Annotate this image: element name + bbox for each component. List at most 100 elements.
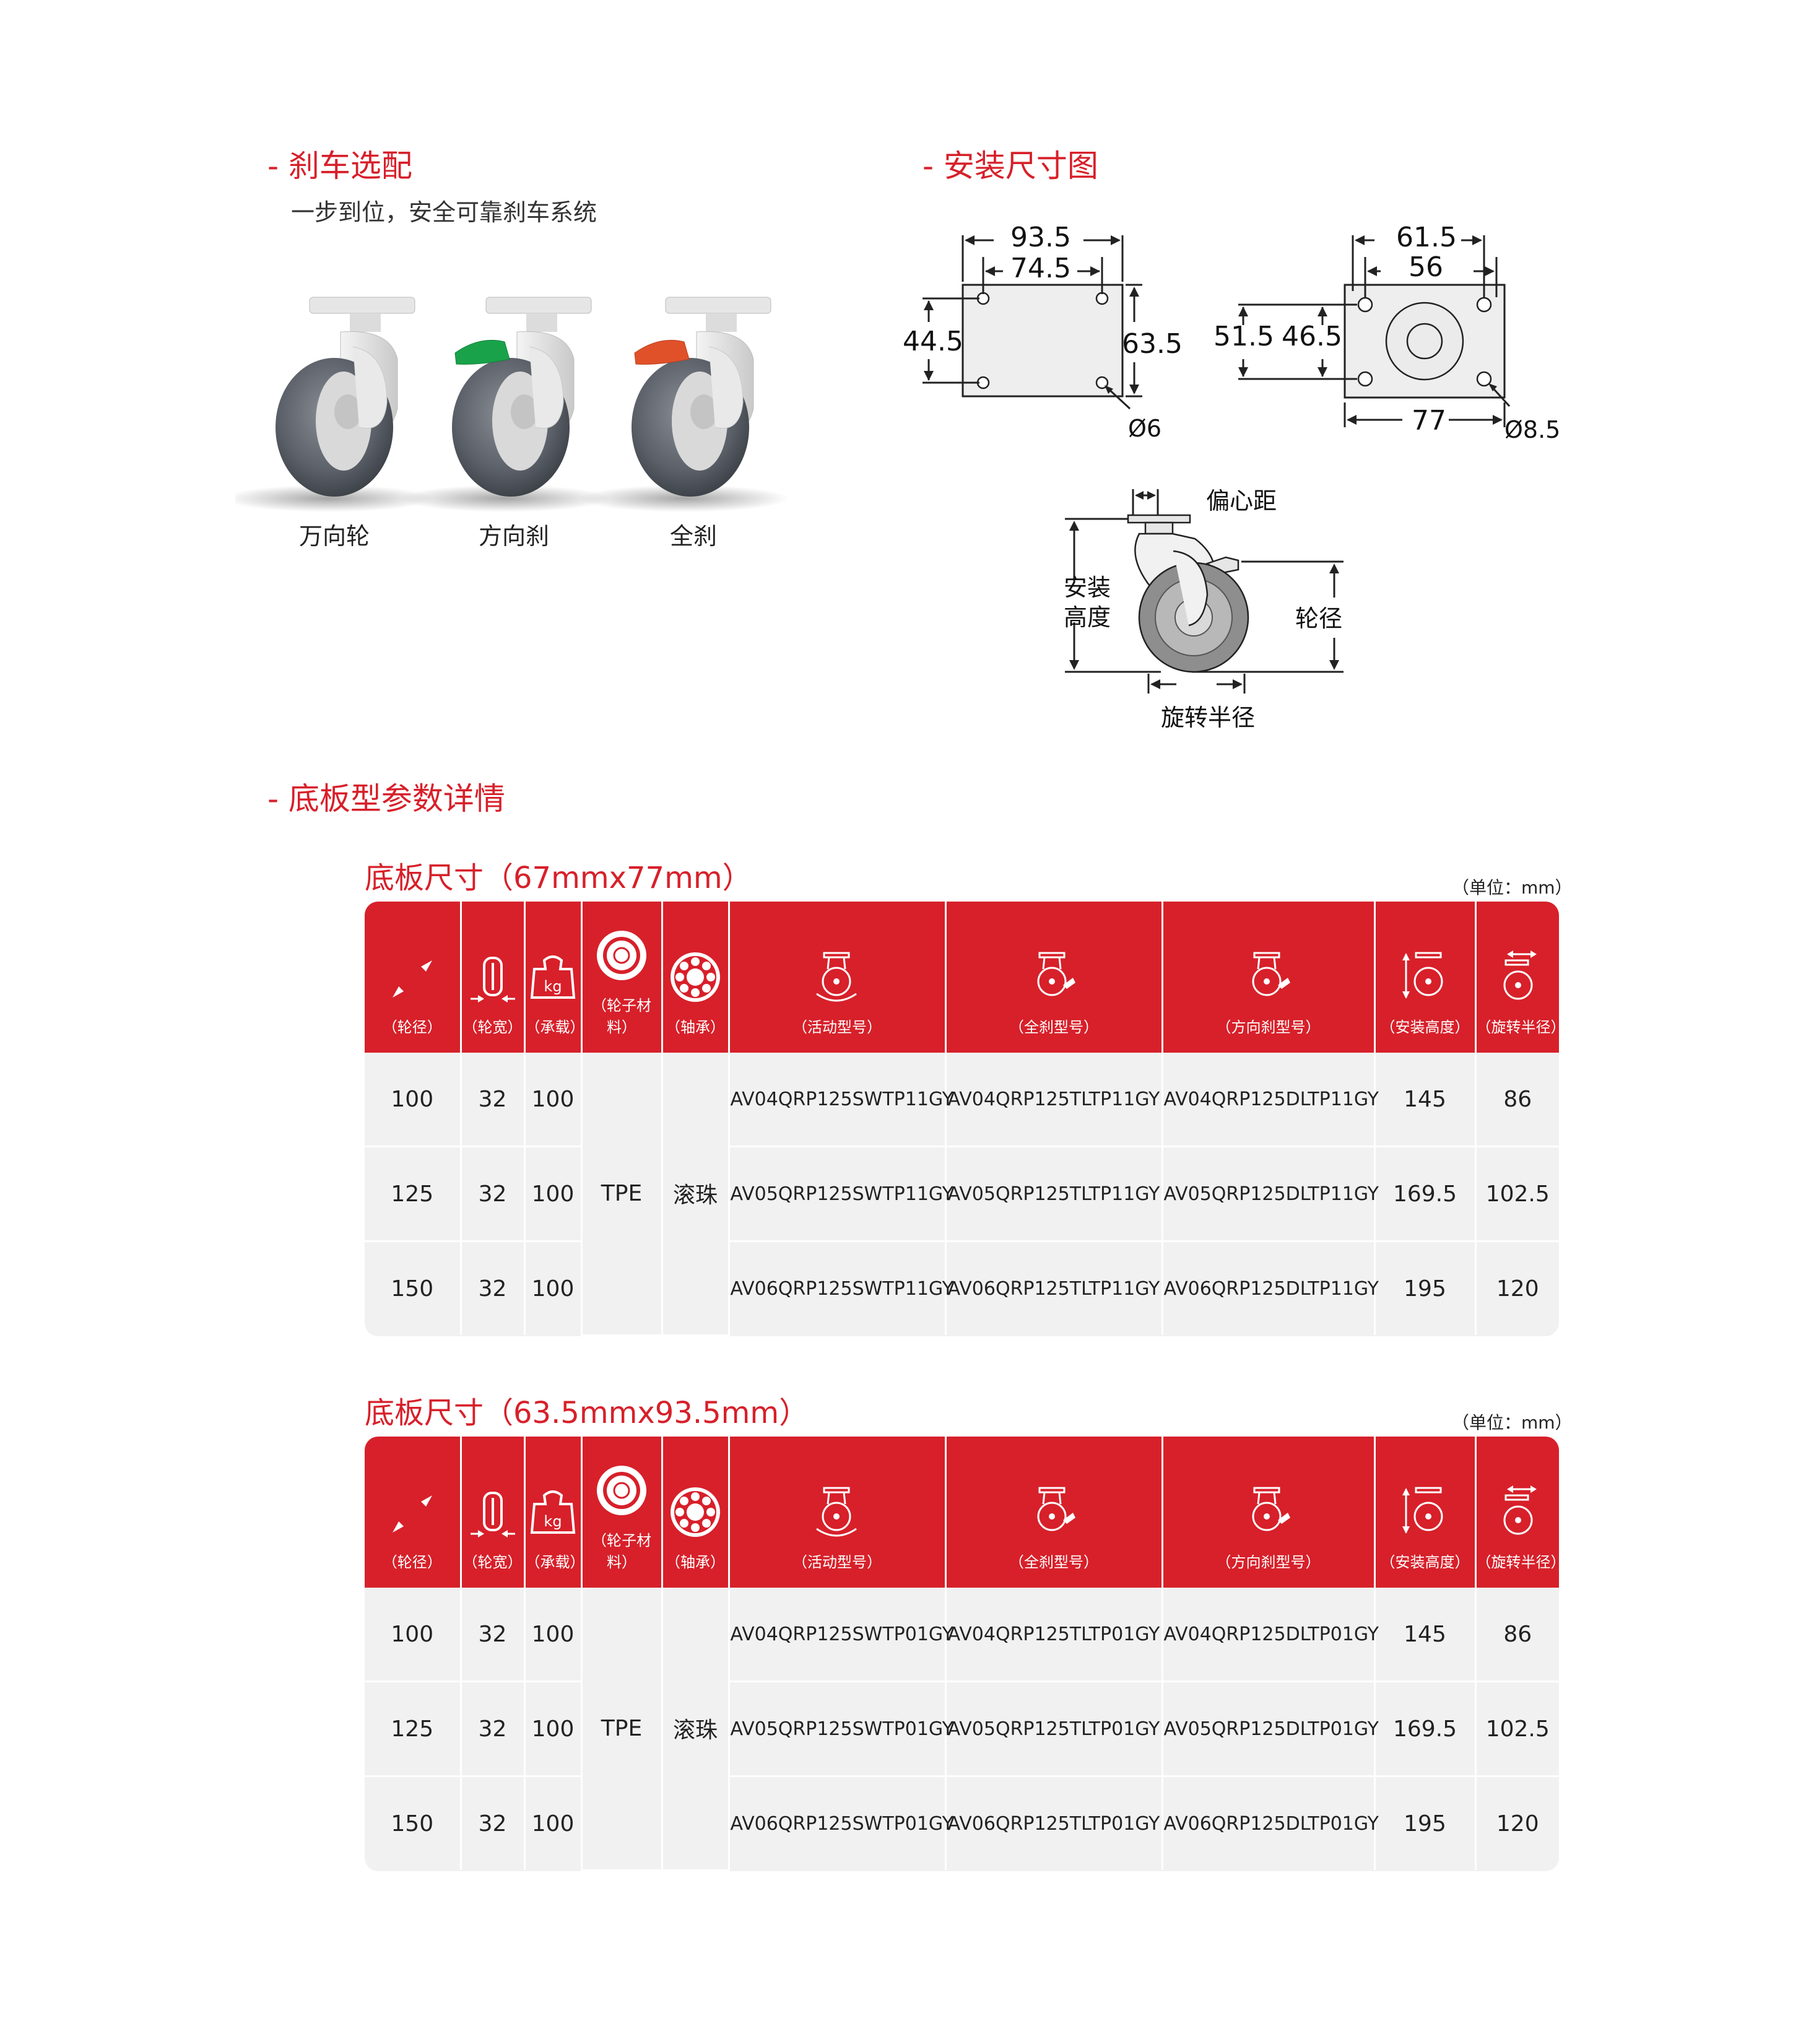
cell-swivel-radius: 120 [1474,1241,1559,1335]
plate1-drawing [923,235,1142,410]
header-bearing: （轴承） [661,902,729,1053]
svg-text:kg: kg [544,978,562,995]
cell-directional-brake-model: AV05QRP125DLTP01GY [1161,1681,1379,1777]
cell-swivel-model: AV04QRP125SWTP01GY [727,1588,953,1682]
plate2-inner-width: 56 [1409,251,1443,283]
swivel-radius-label: 旋转半径 [1161,704,1256,731]
cell-load: 100 [523,1053,581,1147]
cell-wheel-width: 32 [459,1588,524,1682]
cell-total-brake-model: AV06QRP125TLTP11GY [944,1241,1162,1335]
swivel-caster-icon [816,952,857,1002]
cell-load: 100 [523,1776,581,1870]
cell-wheel-diameter: 150 [391,1276,434,1302]
directional-brake-caster-image [399,297,610,512]
total-brake-caster-image [579,297,789,512]
params-section-title: - 底板型参数详情 [267,781,505,817]
swivel-radius-icon [1503,950,1537,1000]
header-swivel-model: （活动型号） [727,902,945,1053]
swivel-caster-image [235,297,433,512]
cell-swivel-model: AV05QRP125SWTP11GY [727,1146,953,1242]
caster-label-swivel: 万向轮 [298,523,370,550]
plate2-bottom-width: 77 [1412,405,1446,437]
cell-wheel-diameter: 150 [391,1811,434,1837]
table-row: 150 32 100 AV06QRP125SWTP11GY AV06QRP125… [365,1241,1559,1335]
cell-swivel-model: AV04QRP125SWTP11GY [727,1053,953,1147]
brake-subtitle: 一步到位，安全可靠刹车系统 [291,199,597,226]
table-row: 125 32 100 AV05QRP125SWTP11GY AV05QRP125… [365,1146,1559,1242]
cell-wheel-width: 32 [459,1146,524,1242]
cell-mount-height: 145 [1373,1053,1475,1147]
header-mount-height: （安装高度） [1373,1437,1475,1588]
header-wheel-width: （轮宽） [459,902,524,1053]
table-header-row: （轮径） （轮宽） kg （承载） （轮子材料） （轴承） [365,902,1559,1053]
cell-load: 100 [523,1588,581,1682]
plate1-hole-diameter: Ø6 [1128,415,1162,442]
load-kg-icon: kg [530,955,576,999]
plate1-inner-width: 74.5 [1010,253,1071,284]
cell-mount-height: 169.5 [1373,1681,1475,1777]
plate1-outer-width: 93.5 [1010,222,1071,253]
wheel-diameter-icon [392,960,432,998]
cell-directional-brake-model: AV04QRP125DLTP11GY [1161,1053,1379,1147]
cell-total-brake-model: AV05QRP125TLTP11GY [944,1146,1162,1242]
header-load: kg （承载） [523,1437,585,1588]
cell-swivel-radius: 86 [1474,1053,1559,1147]
cell-swivel-radius: 120 [1474,1776,1559,1870]
header-total-brake-model: （全刹型号） [944,902,1162,1053]
cell-mount-height: 195 [1373,1776,1475,1870]
cell-load: 100 [523,1681,581,1777]
mount-height-icon [1402,952,1443,999]
cell-total-brake-model: AV04QRP125TLTP11GY [944,1053,1162,1147]
cell-swivel-radius: 102.5 [1474,1146,1559,1242]
cell-load: 100 [523,1146,581,1242]
table-row: 150 32 100 AV06QRP125SWTP01GY AV06QRP125… [365,1776,1559,1870]
directional-brake-caster-icon [1252,1487,1290,1531]
wheel-diameter-icon [392,1495,432,1533]
header-directional-brake-model: （方向刹型号） [1161,902,1374,1053]
plate1-inner-height: 44.5 [903,326,963,357]
cell-wheel-diameter: 100 [365,1053,461,1147]
svg-text:kg: kg [544,1513,562,1530]
cell-total-brake-model: AV04QRP125TLTP01GY [944,1588,1162,1682]
mount-height-icon [1402,1487,1443,1534]
cell-total-brake-model: AV05QRP125TLTP01GY [944,1681,1162,1777]
mount-height-label-1: 安装 [1064,574,1111,601]
wheel-material-icon [597,931,646,980]
offset-label: 偏心距 [1206,487,1277,515]
spec-table-2: （轮径） （轮宽） kg （承载） （轮子材料） （轴承） [365,1437,1559,1871]
cell-swivel-radius: 86 [1474,1588,1559,1682]
cell-wheel-diameter: 100 [365,1588,461,1682]
plate2-hole-diameter: Ø8.5 [1504,416,1561,443]
cell-wheel-diameter: 125 [365,1146,461,1242]
table2-unit: （单位：mm） [1452,1412,1573,1433]
total-brake-caster-icon [1037,952,1075,996]
directional-brake-caster-icon [1252,952,1290,996]
cell-wheel-width: 32 [459,1776,524,1870]
caster-images [235,297,789,512]
header-wheel-diameter: （轮径） [365,902,461,1053]
plate2-outer-height: 51.5 [1213,321,1274,352]
cell-swivel-radius: 102.5 [1474,1681,1559,1777]
swivel-radius-icon [1503,1485,1537,1535]
cell-bearing: 滚珠 [661,1588,729,1871]
cell-directional-brake-model: AV05QRP125DLTP11GY [1161,1146,1379,1242]
cell-wheel-diameter: 125 [365,1681,461,1777]
cell-mount-height: 145 [1373,1588,1475,1682]
header-swivel-model: （活动型号） [727,1437,945,1588]
header-bearing: （轴承） [661,1437,729,1588]
header-wheel-diameter: （轮径） [365,1437,461,1588]
table-row: 100 32 100 TPE 滚珠 AV04QRP125SWTP01GY AV0… [365,1588,1559,1871]
mount-height-label-2: 高度 [1064,604,1111,631]
wheel-width-icon [470,1492,515,1537]
cell-mount-height: 169.5 [1373,1146,1475,1242]
spec-table-1: （轮径） （轮宽） kg （承载） （轮子材料） （轴承） [365,902,1559,1336]
cell-wheel-material: TPE [580,1588,662,1871]
plate1-outer-height: 63.5 [1122,328,1183,360]
swivel-caster-icon [816,1487,857,1537]
cell-bearing: 滚珠 [661,1053,729,1336]
cell-wheel-material: TPE [580,1053,662,1336]
cell-swivel-model: AV06QRP125SWTP11GY [727,1241,953,1335]
table-row: 125 32 100 AV05QRP125SWTP01GY AV05QRP125… [365,1681,1559,1777]
load-kg-icon: kg [530,1490,576,1534]
header-wheel-material: （轮子材料） [580,1437,662,1588]
